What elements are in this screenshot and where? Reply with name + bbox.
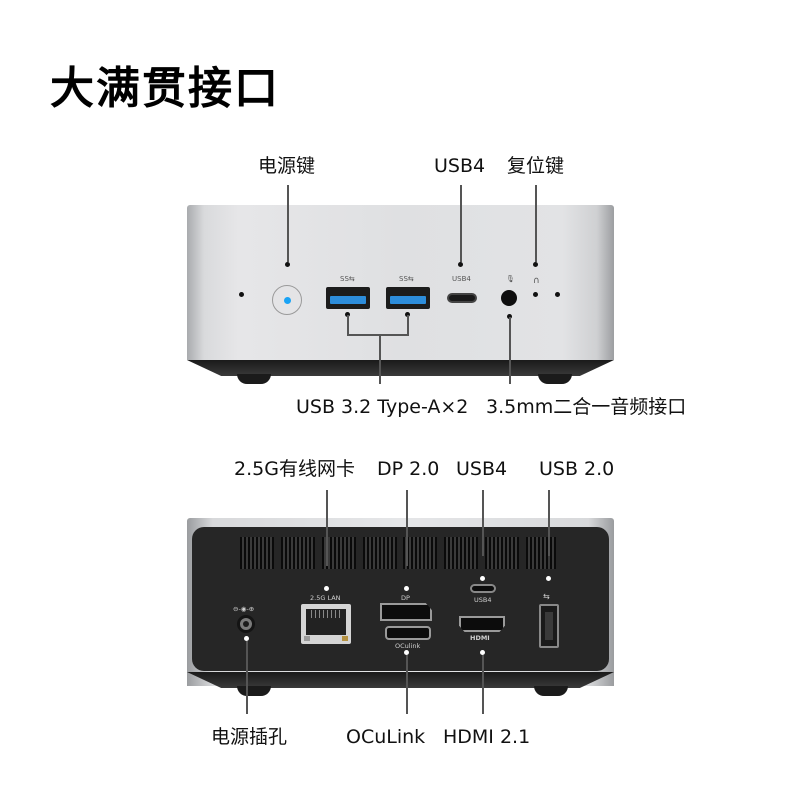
usb4-front-port[interactable] <box>447 293 477 303</box>
vent <box>363 537 397 569</box>
headset-icon: 🎙 <box>506 275 515 283</box>
leader-dot <box>285 262 290 267</box>
leader-reset <box>535 185 537 262</box>
leader-dot <box>324 586 329 591</box>
usb-icon: ⇆ <box>543 592 550 601</box>
leader-oculink <box>406 655 408 714</box>
leader-usb4-rear <box>482 490 484 556</box>
label-usb2: USB 2.0 <box>539 458 615 480</box>
rear-base <box>187 672 614 688</box>
front-foot-left <box>237 374 271 384</box>
indicator-dot <box>239 292 244 297</box>
leader-lan <box>326 490 328 566</box>
label-lan: 2.5G有线网卡 <box>234 458 355 480</box>
leader-dot <box>546 576 551 581</box>
usb-a-port-2[interactable] <box>386 287 430 309</box>
dc-polarity-icon: ⊖-◉-⊕ <box>233 605 255 613</box>
leader-audio <box>509 317 511 384</box>
leader-dot <box>533 262 538 267</box>
label-audio: 3.5mm二合一音频接口 <box>486 396 687 418</box>
vent <box>444 537 478 569</box>
usb-a-2-marking: SS⇆ <box>399 275 414 283</box>
vent <box>526 537 556 569</box>
power-led-icon <box>284 297 291 304</box>
vent <box>240 537 274 569</box>
page-title: 大满贯接口 <box>50 63 280 114</box>
leader-dot <box>480 576 485 581</box>
leader-dot <box>480 650 485 655</box>
leader-dot <box>458 262 463 267</box>
rear-foot-right <box>534 686 568 696</box>
rear-foot-left <box>237 686 271 696</box>
reset-icon: ∩ <box>533 276 540 286</box>
usb-a-1-marking: SS⇆ <box>340 275 355 283</box>
usb4-rear-port[interactable] <box>470 584 496 593</box>
oculink-marking: OCulink <box>395 642 421 650</box>
dc-power-jack[interactable] <box>237 615 255 633</box>
leader-usba-2 <box>407 315 409 335</box>
leader-dot <box>507 314 512 319</box>
label-hdmi: HDMI 2.1 <box>443 726 531 748</box>
power-button[interactable] <box>272 285 302 315</box>
hdmi-marking: HDMI <box>470 634 490 642</box>
front-base <box>187 360 614 376</box>
label-usb-a: USB 3.2 Type-A×2 <box>296 396 469 418</box>
indicator-dot <box>555 292 560 297</box>
leader-dot <box>405 312 410 317</box>
usb4-front-marking: USB4 <box>452 275 471 283</box>
label-usb4-rear: USB4 <box>456 458 508 480</box>
usb-a-port-1[interactable] <box>326 287 370 309</box>
leader-dc <box>246 641 248 714</box>
reset-pinhole[interactable] <box>533 292 538 297</box>
lan-marking: 2.5G LAN <box>310 594 341 602</box>
displayport-port[interactable] <box>380 603 432 621</box>
hdmi-port[interactable] <box>459 616 505 632</box>
usb4-rear-marking: USB4 <box>474 596 492 604</box>
label-usb4-front: USB4 <box>434 155 486 177</box>
front-foot-right <box>538 374 572 384</box>
oculink-port[interactable] <box>385 626 431 640</box>
label-dp: DP 2.0 <box>377 458 440 480</box>
leader-usba-main <box>379 334 381 384</box>
label-oculink: OCuLink <box>346 726 426 748</box>
vent <box>281 537 315 569</box>
leader-usba-bridge <box>347 334 409 336</box>
usb2-port[interactable] <box>539 604 559 648</box>
leader-power <box>287 185 289 262</box>
label-power-button: 电源键 <box>258 155 316 177</box>
dp-marking: DP <box>401 594 410 602</box>
leader-dot <box>345 312 350 317</box>
leader-usb2 <box>548 490 550 556</box>
leader-dp <box>406 490 408 566</box>
label-dc-jack: 电源插孔 <box>211 726 288 748</box>
label-reset-button: 复位键 <box>507 155 565 177</box>
vent <box>485 537 519 569</box>
leader-usb4 <box>460 185 462 262</box>
audio-jack[interactable] <box>501 290 517 306</box>
leader-dot <box>404 586 409 591</box>
leader-dot <box>244 636 249 641</box>
leader-usba-1 <box>347 315 349 335</box>
leader-dot <box>404 650 409 655</box>
vent <box>403 537 437 569</box>
leader-hdmi <box>482 655 484 714</box>
ethernet-port[interactable] <box>301 604 351 644</box>
